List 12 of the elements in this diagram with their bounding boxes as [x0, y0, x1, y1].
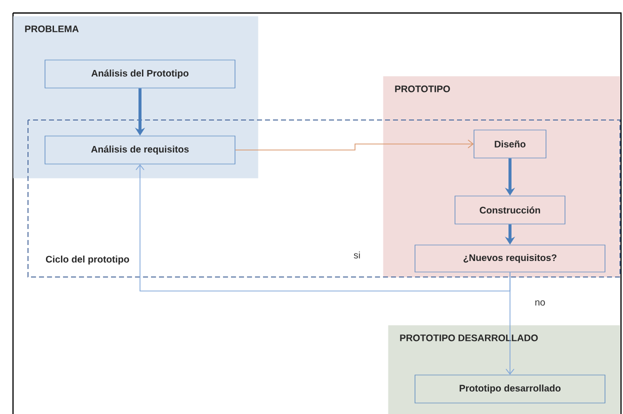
process-box: Diseño: [474, 130, 546, 158]
frame-label: Ciclo del prototipo: [46, 256, 130, 264]
arrow: [136, 164, 510, 292]
process-box: Prototipo desarrollado: [414, 374, 606, 404]
arrow: [234, 140, 474, 150]
process-box: Análisis de requisitos: [44, 136, 236, 164]
process-box: Construcción: [454, 196, 566, 224]
edge-label: si: [352, 250, 362, 260]
process-box: Análisis del Prototipo: [44, 60, 236, 88]
arrow: [506, 272, 514, 375]
process-box: ¿Nuevos requisitos?: [414, 244, 606, 272]
edge-label: no: [534, 299, 546, 307]
